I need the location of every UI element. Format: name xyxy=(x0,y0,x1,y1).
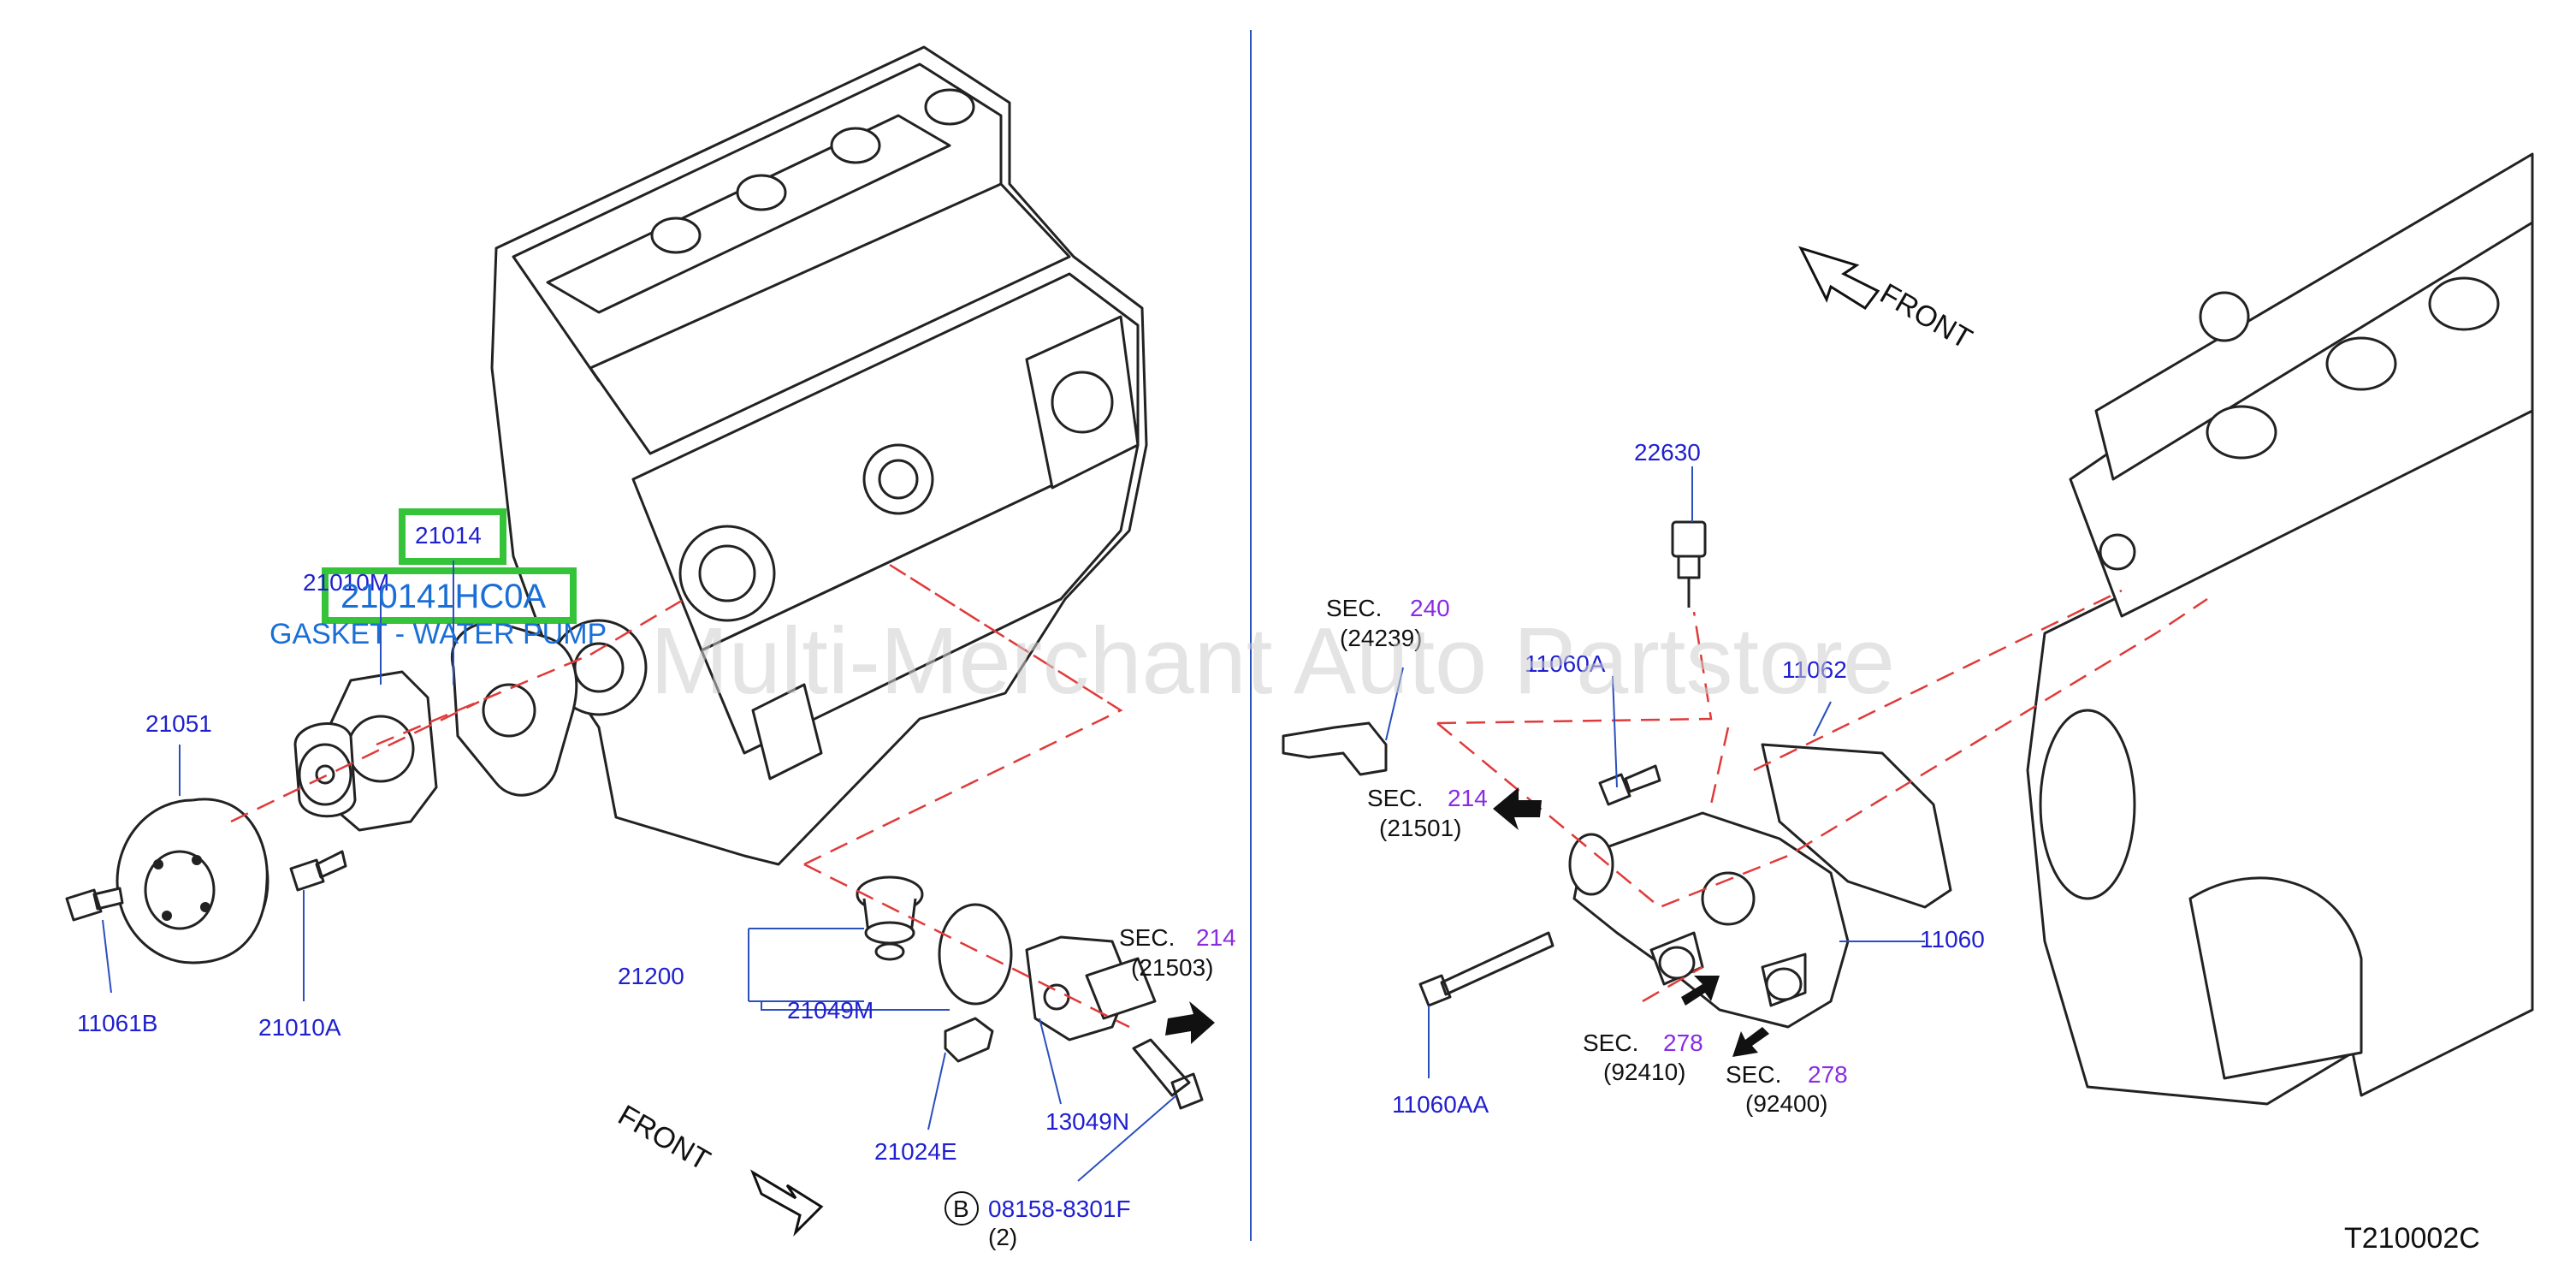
label-21010a: 21010A xyxy=(258,1014,341,1041)
label-11060: 11060 xyxy=(1920,926,1985,952)
front-arrow-right xyxy=(1798,246,1880,311)
flow-arrow-21503 xyxy=(1165,1001,1215,1044)
label-qty-2: (2) xyxy=(988,1224,1017,1250)
figure-code: T210002C xyxy=(2344,1222,2480,1255)
clip-21024e xyxy=(944,1017,994,1063)
engine-block-right xyxy=(2026,152,2534,1106)
bolt-11061b xyxy=(65,887,124,922)
label-sec-214-a: 214 xyxy=(1196,924,1236,951)
label-front-left: FRONT xyxy=(613,1099,715,1177)
label-21024e: 21024E xyxy=(874,1138,957,1165)
label-21503: (21503) xyxy=(1131,954,1214,981)
water-pump xyxy=(293,670,438,832)
label-11061b: 11061B xyxy=(77,1010,157,1036)
thermostat-gasket xyxy=(938,903,1013,1006)
flow-arrow-92410 xyxy=(1681,976,1720,1006)
label-sec-24239: SEC. xyxy=(1326,595,1382,621)
label-11060aa: 11060AA xyxy=(1392,1091,1489,1118)
assembly-line xyxy=(230,563,1130,1029)
flow-arrow-92400 xyxy=(1732,1027,1769,1057)
engine-block-left xyxy=(490,45,1148,866)
label-gasket-water-pump: GASKET - WATER PUMP xyxy=(269,618,607,650)
label-11060a: 11060A xyxy=(1525,650,1606,677)
water-inlet xyxy=(1025,935,1157,1042)
label-21501: (21501) xyxy=(1379,815,1462,841)
assembly-line-right xyxy=(1436,589,2208,1003)
label-21049m: 21049M xyxy=(787,997,873,1024)
label-sec-21501: SEC. xyxy=(1367,785,1423,811)
bracket-24239 xyxy=(1282,721,1388,776)
bolt-11060a xyxy=(1598,764,1661,806)
label-08158-8301f: 08158-8301F xyxy=(988,1196,1131,1222)
thermostat-housing xyxy=(1568,811,1850,1029)
label-sec-21503: SEC. xyxy=(1119,924,1175,951)
flow-arrow-21501 xyxy=(1493,787,1542,830)
bolt-08158 xyxy=(1132,1038,1204,1110)
label-21200: 21200 xyxy=(618,963,684,989)
label-21010m: 21010M xyxy=(303,569,389,596)
b-marker xyxy=(945,1191,979,1225)
b-marker-letter: B xyxy=(953,1196,969,1222)
label-13049n: 13049N xyxy=(1045,1108,1129,1135)
label-sec-278-b: 278 xyxy=(1808,1061,1848,1088)
label-92400: (92400) xyxy=(1745,1090,1828,1117)
label-92410: (92410) xyxy=(1603,1059,1686,1085)
label-sec-240: 240 xyxy=(1410,595,1450,621)
label-sec-92410: SEC. xyxy=(1583,1030,1638,1056)
bolt-21010a xyxy=(289,850,347,892)
label-21014: 21014 xyxy=(415,522,482,549)
label-sec-92400: SEC. xyxy=(1726,1061,1781,1088)
label-210141hc0a: 210141HC0A xyxy=(341,578,546,615)
label-24239: (24239) xyxy=(1340,625,1423,651)
front-arrow-left xyxy=(749,1169,824,1237)
label-front-right: FRONT xyxy=(1874,277,1977,355)
water-pump-pulley xyxy=(115,798,269,964)
label-11062: 11062 xyxy=(1782,656,1847,683)
bolt-11060aa xyxy=(1418,931,1554,1007)
label-22630: 22630 xyxy=(1634,439,1701,466)
watermark: Multi-Merchant Auto Partstore xyxy=(650,608,1895,714)
label-21051: 21051 xyxy=(145,710,212,737)
thermostat xyxy=(856,875,924,961)
highlight-box-210141hc0a xyxy=(322,567,577,624)
temperature-sensor-22630 xyxy=(1671,520,1707,608)
label-sec-278-a: 278 xyxy=(1663,1030,1703,1056)
label-sec-214-b: 214 xyxy=(1448,785,1488,811)
